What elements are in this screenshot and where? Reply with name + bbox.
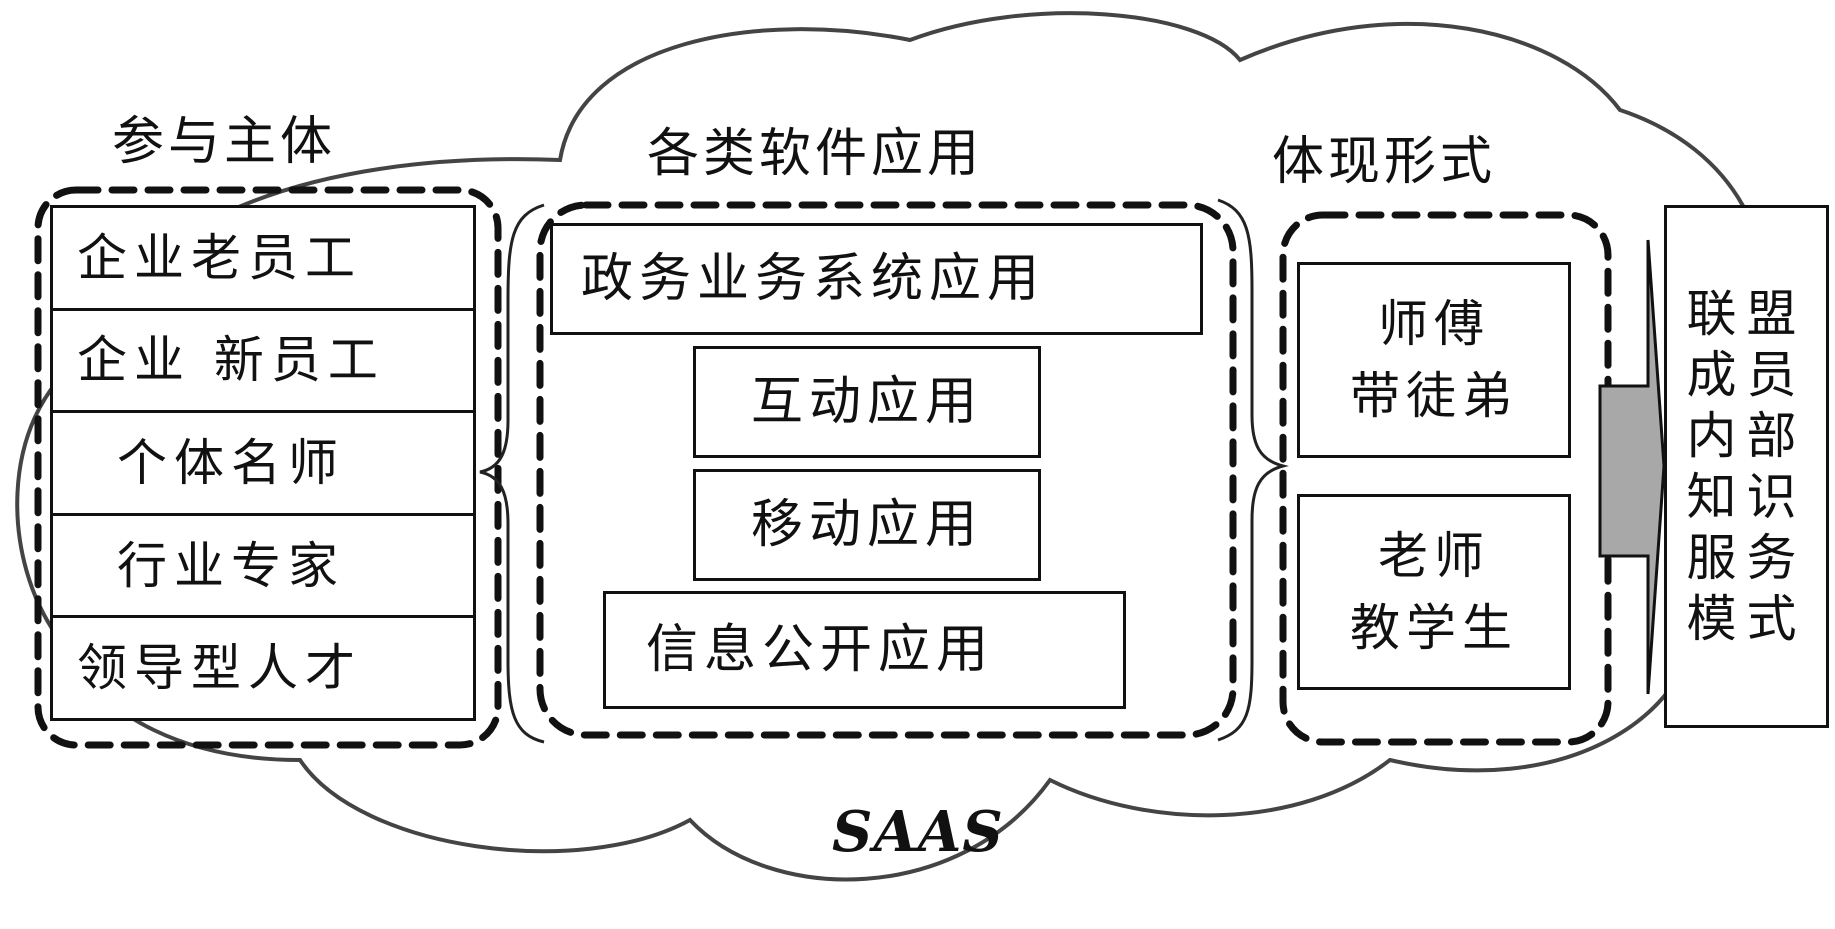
result-text: 联盟成员内部知识服务模式 [1686, 284, 1807, 648]
result-box: 联盟成员内部知识服务模式 [1664, 205, 1829, 728]
participants-stack: 企业老员工 企业 新员工 个体名师 行业专家 领导型人才 [50, 205, 476, 721]
applications-dashed-group [536, 201, 1237, 739]
participants-heading: 参与主体 [112, 112, 337, 172]
form-box-teacher-student: 老师 教学生 [1297, 494, 1571, 690]
form-2-line-2: 教学生 [1350, 599, 1518, 657]
curly-braces [479, 198, 1289, 744]
form-box-master-apprentice: 师傅 带徒弟 [1297, 262, 1571, 458]
participants-dashed-group [34, 186, 502, 749]
participant-row-2: 企业 新员工 [53, 311, 473, 414]
form-2-line-1: 老师 [1378, 526, 1490, 585]
participant-row-3: 个体名师 [53, 413, 473, 516]
arrow-to-result [1598, 239, 1666, 695]
saas-label: SAAS [832, 799, 1004, 865]
participant-row-4: 行业专家 [53, 516, 473, 619]
applications-heading: 各类软件应用 [647, 124, 984, 184]
forms-dashed-group [1279, 211, 1612, 746]
app-box-interactive: 互动应用 [693, 346, 1041, 458]
forms-heading: 体现形式 [1272, 132, 1497, 192]
app-box-mobile: 移动应用 [693, 469, 1041, 581]
participant-row-5: 领导型人才 [77, 639, 362, 698]
app-box-information-disclosure: 信息公开应用 [603, 591, 1126, 709]
dashed-groups [34, 186, 1612, 749]
form-1-line-1: 师傅 [1378, 294, 1490, 353]
form-1-line-2: 带徒弟 [1350, 367, 1518, 425]
right-curly-brace [1217, 198, 1289, 742]
participant-row-1: 企业老员工 [53, 208, 473, 311]
left-curly-brace [479, 203, 545, 744]
app-box-government-system: 政务业务系统应用 [550, 223, 1203, 335]
